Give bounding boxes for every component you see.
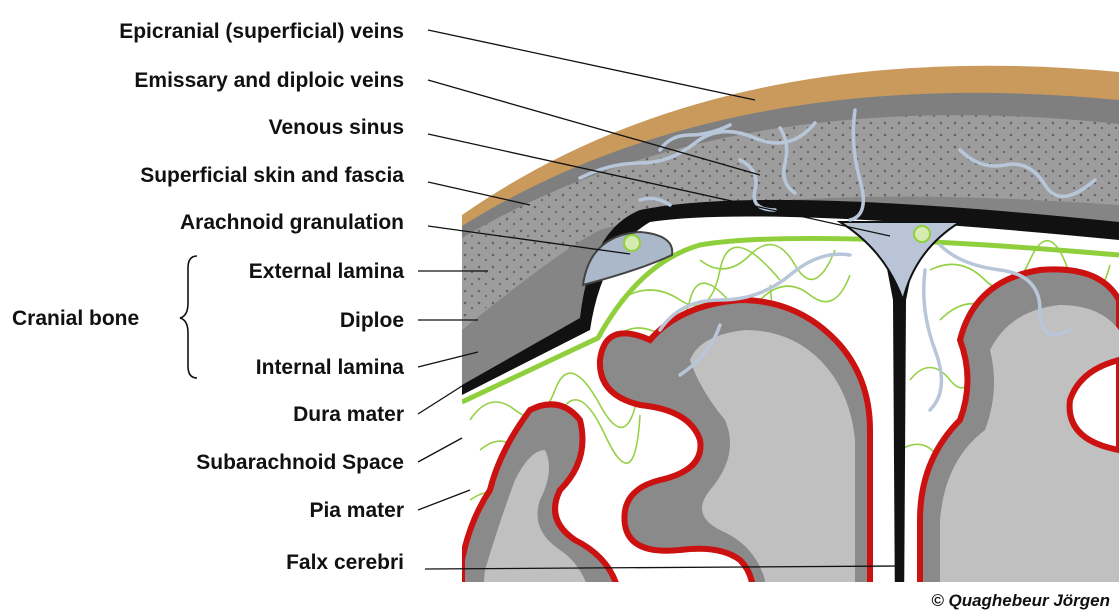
granulation-bulb-left [624,235,640,251]
label-dura-mater: Dura mater [293,403,404,426]
label-cranial-bone: Cranial bone [12,307,139,330]
label-external-lamina: External lamina [249,260,405,283]
label-diploe: Diploe [340,309,404,332]
leader-subarachnoid-space [418,438,462,462]
label-arachnoid-granulation: Arachnoid granulation [180,211,404,234]
cranial-bone-bracket [180,256,197,378]
label-emissary-diploic-veins: Emissary and diploic veins [134,69,404,92]
label-venous-sinus: Venous sinus [269,116,404,139]
label-internal-lamina: Internal lamina [256,356,405,379]
label-pia-mater: Pia mater [309,499,404,522]
leader-epicranial-veins [428,30,755,100]
label-skin-fascia: Superficial skin and fascia [140,164,404,187]
label-epicranial-veins: Epicranial (superficial) veins [119,20,404,43]
labels: Epicranial (superficial) veins Emissary … [12,20,404,574]
label-falx-cerebri: Falx cerebri [286,551,404,574]
leader-dura-mater [418,386,462,414]
granulation-bulb-right [914,226,930,242]
anatomy-illustration [462,66,1119,614]
copyright-credit: © Quaghebeur Jörgen [931,591,1110,610]
label-subarachnoid-space: Subarachnoid Space [196,451,404,474]
